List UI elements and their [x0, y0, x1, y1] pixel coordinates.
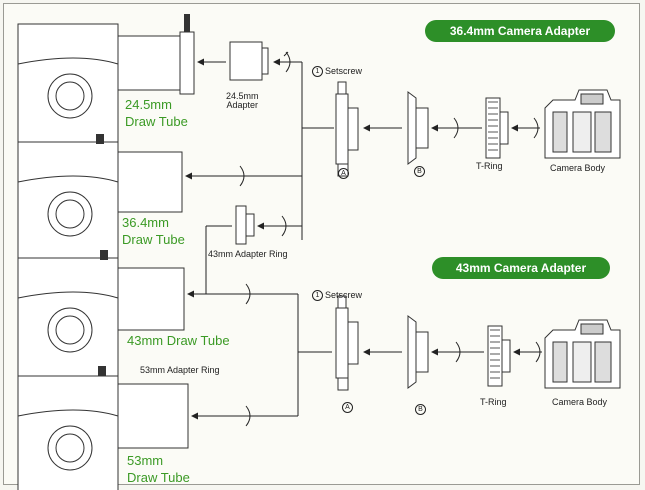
- tube-24-line1: 24.5mm: [125, 96, 188, 113]
- label-part-a-lower: A: [342, 402, 353, 413]
- tube-53-line2: Draw Tube: [127, 469, 190, 486]
- tube-36-line2: Draw Tube: [122, 231, 185, 248]
- label-part-a-upper: A: [338, 168, 349, 179]
- label-camera-body-lower: Camera Body: [552, 398, 607, 407]
- label-24mm-draw-tube: 24.5mm Draw Tube: [125, 96, 188, 130]
- label-43mm-draw-tube: 43mm Draw Tube: [127, 332, 230, 349]
- adapter-245-line2: Adapter: [226, 101, 259, 110]
- callout-number-1: 1: [312, 66, 323, 77]
- setscrew-text-lower: Setscrew: [325, 290, 362, 300]
- setscrew-text: Setscrew: [325, 66, 362, 76]
- tube-24-line2: Draw Tube: [125, 113, 188, 130]
- label-53mm-adapter-ring: 53mm Adapter Ring: [140, 366, 220, 375]
- label-part-b-upper: B: [414, 166, 425, 177]
- label-t-ring-upper: T-Ring: [476, 162, 503, 171]
- label-24mm-adapter: 24.5mm Adapter: [226, 92, 259, 110]
- label-53mm-draw-tube: 53mm Draw Tube: [127, 452, 190, 486]
- label-36mm-draw-tube: 36.4mm Draw Tube: [122, 214, 185, 248]
- label-43mm-adapter-ring: 43mm Adapter Ring: [208, 250, 288, 259]
- label-t-ring-lower: T-Ring: [480, 398, 507, 407]
- callout-number-1-lower: 1: [312, 290, 323, 301]
- badge-43mm-adapter: 43mm Camera Adapter: [432, 257, 610, 279]
- tube-53-line1: 53mm: [127, 452, 190, 469]
- label-camera-body-upper: Camera Body: [550, 164, 605, 173]
- badge-36mm-adapter: 36.4mm Camera Adapter: [425, 20, 615, 42]
- label-part-b-lower: B: [415, 404, 426, 415]
- tube-36-line1: 36.4mm: [122, 214, 185, 231]
